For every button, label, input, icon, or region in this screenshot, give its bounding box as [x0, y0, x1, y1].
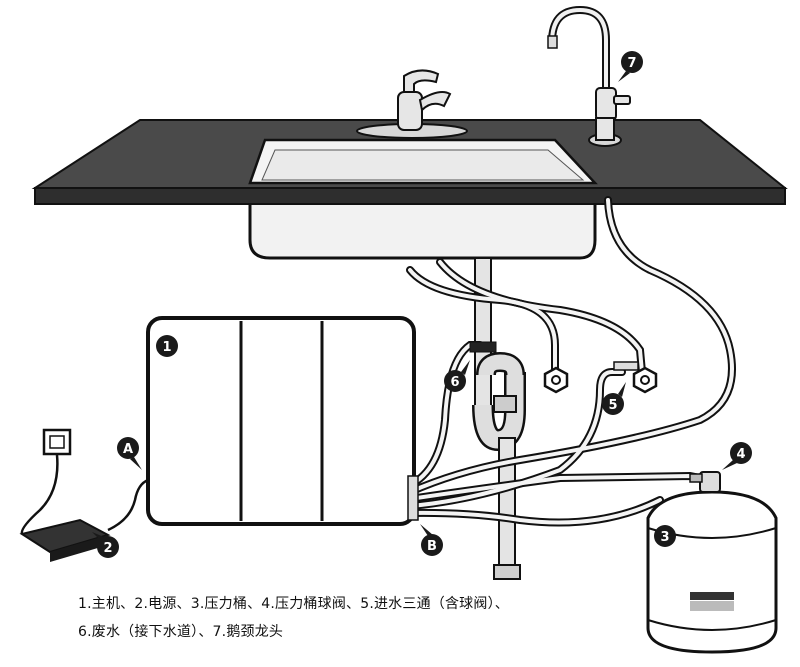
- svg-text:3: 3: [660, 530, 669, 545]
- drain-pipe: [472, 257, 526, 580]
- hot-valve: [543, 366, 569, 394]
- marker-a: A: [117, 437, 142, 470]
- marker-2: 2: [92, 532, 119, 558]
- legend-line-1: 1.主机、2.电源、3.压力桶、4.压力桶球阀、5.进水三通（含球阀）、: [78, 596, 509, 612]
- tubing: [406, 196, 736, 527]
- filter-host: [146, 316, 419, 526]
- wall-socket: [42, 428, 72, 456]
- svg-text:6: 6: [450, 375, 459, 390]
- marker-7: 7: [618, 51, 643, 82]
- drain-saddle: [469, 341, 497, 353]
- svg-text:4: 4: [736, 447, 745, 462]
- marker-1: 1: [156, 335, 178, 357]
- pressure-tank: [646, 471, 778, 654]
- svg-text:A: A: [123, 442, 133, 457]
- faucet: [356, 69, 468, 139]
- marker-4: 4: [722, 442, 752, 470]
- marker-3: 3: [654, 525, 676, 547]
- feed-tee-valve: [613, 361, 658, 394]
- svg-text:B: B: [427, 539, 437, 554]
- marker-5: 5: [602, 382, 626, 415]
- gooseneck-faucet: [547, 5, 631, 147]
- sink-basin: [248, 188, 597, 260]
- svg-text:5: 5: [608, 398, 617, 413]
- power-adapter: [19, 454, 149, 562]
- svg-text:1: 1: [162, 340, 171, 355]
- svg-text:7: 7: [627, 56, 636, 71]
- marker-6: 6: [444, 360, 470, 392]
- svg-text:2: 2: [103, 541, 112, 556]
- marker-b: B: [420, 524, 443, 556]
- legend-line-2: 6.废水（接下水道）、7.鹅颈龙头: [78, 624, 284, 640]
- countertop: [31, 119, 788, 205]
